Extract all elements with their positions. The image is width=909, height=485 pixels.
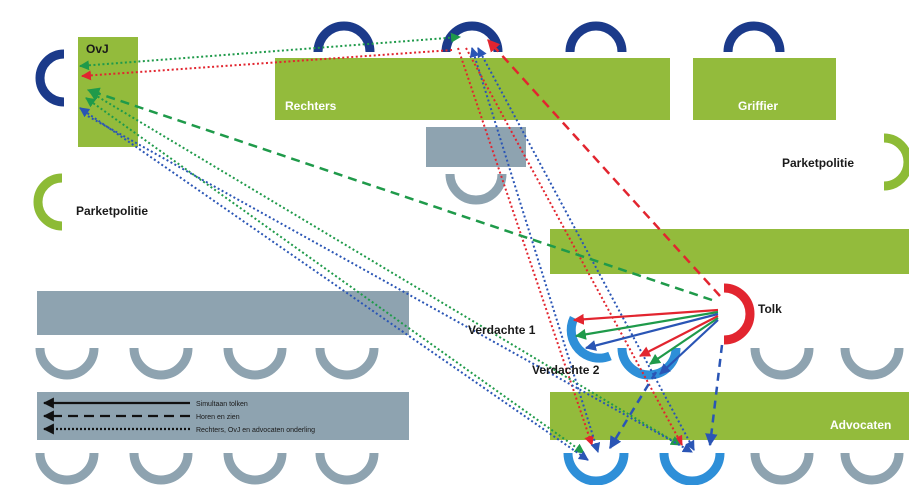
suspect-1-seat	[566, 316, 612, 363]
parketpolitie-left-seat	[33, 173, 63, 231]
parketpolitie-right-seat	[883, 133, 909, 191]
witness-desk	[426, 127, 526, 167]
ovj-label: OvJ	[86, 42, 109, 56]
blue-dotted-lines	[79, 47, 695, 461]
lawyer-seat	[563, 452, 629, 485]
public-seat	[129, 347, 193, 380]
public-seat	[223, 347, 287, 380]
public-seat	[750, 452, 814, 485]
clerk-seat	[723, 21, 785, 53]
advocaten-label: Advocaten	[830, 418, 891, 432]
ovj-seat	[35, 49, 65, 107]
public-seat	[35, 452, 99, 485]
public-seat	[315, 347, 379, 380]
blue-dashed-line	[608, 371, 658, 450]
public-seat	[315, 452, 379, 485]
witness-seat	[445, 173, 507, 205]
lawyer-seat	[659, 452, 725, 485]
judge-seat	[313, 21, 375, 53]
verdachte-1-label: Verdachte 1	[468, 323, 536, 337]
legend-dotted-label: Rechters, OvJ en advocaten onderling	[196, 427, 315, 434]
legend-solid-label: Simultaan tolken	[196, 401, 248, 408]
legend-dashed-label: Horen en zien	[196, 414, 240, 421]
public-seat	[750, 347, 814, 380]
public-seat	[129, 452, 193, 485]
parketpolitie-right-label: Parketpolitie	[782, 156, 854, 170]
interpreter-seat	[723, 283, 755, 345]
blue-dashed-line	[705, 344, 724, 447]
verdachte-2-label: Verdachte 2	[532, 363, 600, 377]
clerk-desk	[693, 58, 836, 120]
judge-seat	[565, 21, 627, 53]
right-bench	[550, 229, 909, 274]
griffier-label: Griffier	[738, 99, 778, 113]
rechters-label: Rechters	[285, 99, 337, 113]
public-seat	[840, 347, 904, 380]
public-seat	[35, 347, 99, 380]
green-dashed-line	[86, 87, 713, 302]
tolk-label: Tolk	[758, 302, 782, 316]
solid-interpreting-lines	[572, 308, 719, 375]
public-seat	[840, 452, 904, 485]
public-seat	[223, 452, 287, 485]
parketpolitie-left-label: Parketpolitie	[76, 204, 148, 218]
public-bench	[37, 291, 409, 335]
red-dashed-line	[487, 39, 721, 297]
